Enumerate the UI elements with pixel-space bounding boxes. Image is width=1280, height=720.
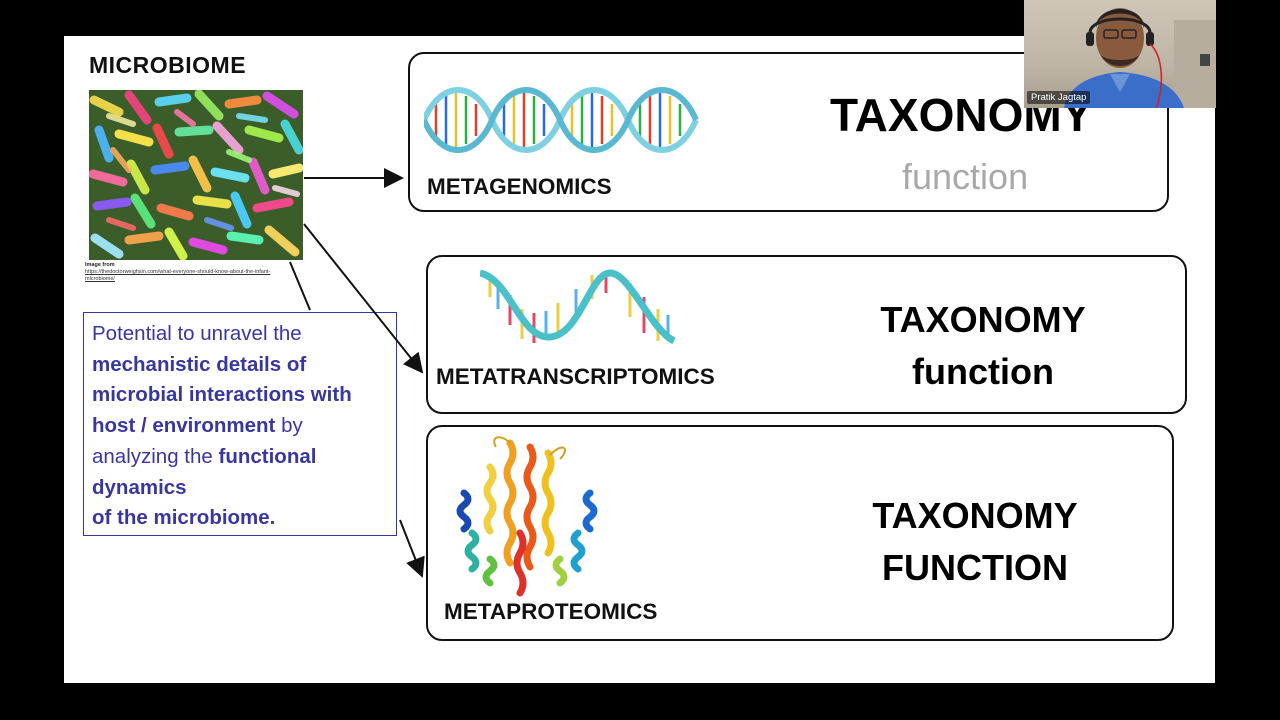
arrow-to-metaproteomics (399, 519, 425, 578)
connector-to-info-box (289, 261, 311, 311)
participant-name: Pratik Jagtap (1027, 91, 1091, 104)
microbiome-title: MICROBIOME (89, 52, 247, 78)
bacteria-image (89, 90, 303, 260)
image-credit: Image from https://thedoctorweighsin.com… (85, 262, 275, 283)
metaproteomics-function: FUNCTION (882, 547, 1068, 588)
presentation-slide: MICROBIOME (64, 36, 1215, 683)
info-text-3: by analyzing the (92, 414, 303, 468)
metatranscriptomics-taxonomy: TAXONOMY (880, 299, 1086, 340)
protein-structure-icon (456, 436, 598, 597)
metatranscriptomics-panel: METATRANSCRIPTOMICS TAXONOMY function (426, 255, 1187, 414)
metaproteomics-label: METAPROTEOMICS (444, 599, 658, 624)
metatranscriptomics-function: function (912, 351, 1054, 392)
metagenomics-function: function (902, 156, 1029, 197)
image-credit-link[interactable]: https://thedoctorweighsin.com/what-every… (85, 269, 271, 282)
info-text-1: Potential to unravel the (92, 322, 302, 345)
info-text-2: mechanistic details of microbial interac… (92, 352, 352, 438)
rna-strand-icon (480, 269, 676, 345)
metaproteomics-taxonomy: TAXONOMY (872, 495, 1078, 536)
metaproteomics-panel: METAPROTEOMICS TAXONOMY FUNCTION (426, 425, 1174, 641)
metagenomics-label: METAGENOMICS (427, 174, 612, 199)
info-box: Potential to unravel the mechanistic det… (83, 312, 397, 536)
metatranscriptomics-label: METATRANSCRIPTOMICS (436, 364, 715, 389)
presenter-video-frame (1064, 8, 1216, 108)
image-credit-label: Image from (85, 262, 115, 268)
dna-double-helix-icon (424, 87, 699, 153)
info-text-5: of the microbiome. (92, 506, 276, 530)
info-text-4: functional dynamics (92, 444, 317, 499)
webcam-video[interactable]: Pratik Jagtap (1024, 0, 1216, 108)
